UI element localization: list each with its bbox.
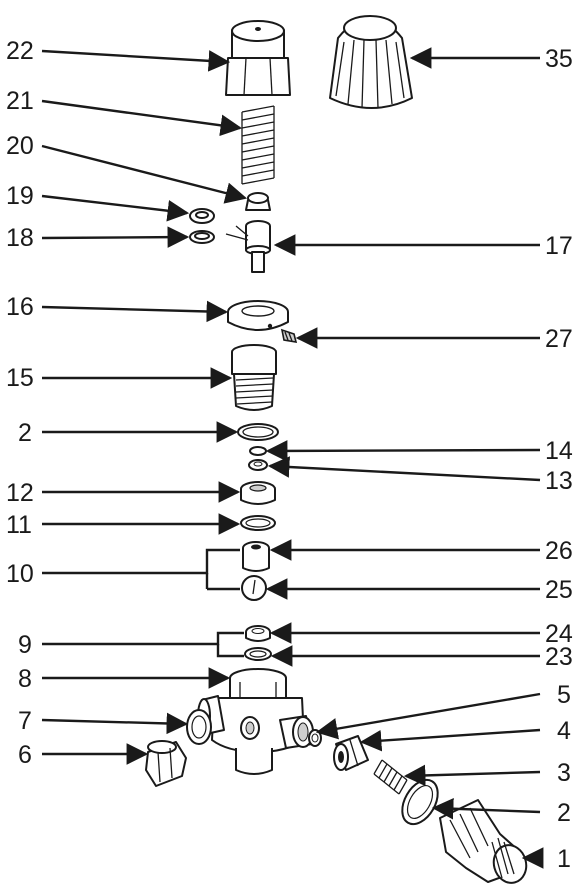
callout-21: 21 (6, 87, 34, 115)
leader-13 (267, 456, 541, 482)
part-2-o-ring-upper (237, 423, 279, 441)
leader-9-lower (216, 644, 244, 658)
callout-10: 10 (6, 560, 34, 588)
leader-22 (41, 49, 231, 72)
callout-2-lower: 2 (557, 799, 571, 827)
part-12-seat (240, 481, 276, 505)
callout-23: 23 (545, 643, 573, 671)
leader-21 (41, 99, 243, 137)
leader-20 (41, 144, 248, 204)
callout-2-upper: 2 (18, 419, 32, 447)
part-26-valve-cage (242, 541, 270, 572)
callout-17: 17 (545, 232, 573, 260)
part-16-lock-nut (227, 300, 289, 331)
part-23-ring (244, 647, 272, 661)
part-25-ball (241, 575, 267, 601)
leader-2-lower (431, 797, 541, 820)
part-22-hex-cap (225, 20, 291, 96)
callout-27: 27 (545, 325, 573, 353)
callout-8: 8 (18, 665, 32, 693)
callout-16: 16 (6, 293, 34, 321)
callout-5: 5 (557, 681, 571, 709)
callout-18: 18 (6, 224, 34, 252)
leader-3 (403, 764, 541, 787)
leader-14 (265, 440, 541, 462)
leader-18 (41, 226, 190, 248)
part-35-ribbed-knob (329, 15, 413, 109)
callout-9: 9 (18, 631, 32, 659)
callout-numbers: 22 35 21 20 19 18 17 16 27 15 2 14 13 12… (6, 37, 573, 873)
callout-11: 11 (6, 511, 32, 539)
callout-6: 6 (18, 741, 32, 769)
leader-10-bracket (42, 548, 240, 575)
part-15-threaded-fitting (231, 344, 277, 411)
callout-4: 4 (557, 717, 571, 745)
part-7-gasket (186, 709, 212, 745)
callout-13: 13 (545, 467, 573, 495)
part-13-ring (248, 459, 268, 471)
leader-9-bracket (42, 631, 244, 646)
part-11-o-ring (240, 515, 276, 531)
leader-lines (41, 47, 544, 869)
part-27-set-screw (280, 328, 298, 343)
part-21-spring (241, 105, 275, 185)
leader-4 (359, 728, 541, 752)
callout-15: 15 (6, 364, 34, 392)
part-6-plug (145, 740, 187, 787)
part-19-ring (189, 208, 215, 224)
callout-20: 20 (6, 132, 34, 160)
part-20-plunger (245, 192, 271, 211)
part-1-inlet-fitting (439, 799, 528, 884)
part-18-ring (189, 230, 215, 244)
callout-26: 26 (545, 537, 573, 565)
callout-7: 7 (18, 707, 32, 735)
part-14-ring (249, 446, 267, 456)
callout-19: 19 (6, 182, 34, 210)
callout-22: 22 (6, 37, 34, 65)
part-2-o-ring-lower (401, 778, 439, 826)
callout-1: 1 (557, 845, 571, 873)
callout-24: 24 (545, 620, 573, 648)
leader-16 (41, 300, 229, 323)
leader-5 (315, 692, 541, 740)
part-17-stem (225, 220, 271, 273)
callout-12: 12 (6, 479, 34, 507)
leader-19 (41, 194, 190, 222)
callout-25: 25 (545, 576, 573, 604)
part-8-valve-body (197, 668, 314, 775)
callout-35: 35 (545, 45, 573, 73)
callout-14: 14 (545, 437, 573, 465)
leader-7 (41, 712, 189, 735)
part-24-ring (245, 625, 271, 642)
callout-3: 3 (557, 759, 571, 787)
part-3-spring (373, 759, 408, 795)
